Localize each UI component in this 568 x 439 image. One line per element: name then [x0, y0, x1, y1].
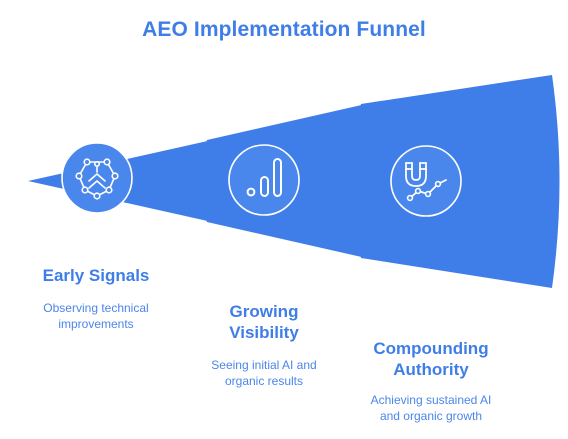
stage-description-line: Seeing initial AI and	[211, 358, 317, 372]
stage-description-compounding-authority: Achieving sustained AI and organic growt…	[351, 392, 511, 424]
diagram-title: AEO Implementation Funnel	[142, 18, 426, 41]
stage-description-growing-visibility: Seeing initial AI and organic results	[184, 357, 344, 389]
stage-description-line: Observing technical	[43, 301, 149, 315]
stage-title-line: Growing	[229, 302, 299, 321]
stage-description-line: and organic growth	[379, 409, 483, 423]
stage-title-line: Visibility	[229, 323, 299, 342]
stage-title-growing-visibility: Growing Visibility	[184, 301, 344, 343]
stage-description-line: Achieving sustained AI	[370, 393, 492, 407]
stage-title-early-signals: Early Signals	[16, 265, 176, 286]
stage-title-line: Authority	[393, 360, 469, 379]
network-chevrons-icon	[61, 142, 133, 214]
stage-title-line: Early Signals	[42, 266, 150, 285]
stage-description-early-signals: Observing technical improvements	[16, 300, 176, 332]
rising-bars-icon	[228, 144, 300, 216]
stage-description-line: organic results	[224, 374, 304, 388]
stage-title-compounding-authority: Compounding Authority	[351, 338, 511, 380]
stage-title-line: Compounding	[373, 339, 489, 358]
stage-description-line: improvements	[58, 317, 134, 331]
magnet-trend-icon	[390, 145, 462, 217]
